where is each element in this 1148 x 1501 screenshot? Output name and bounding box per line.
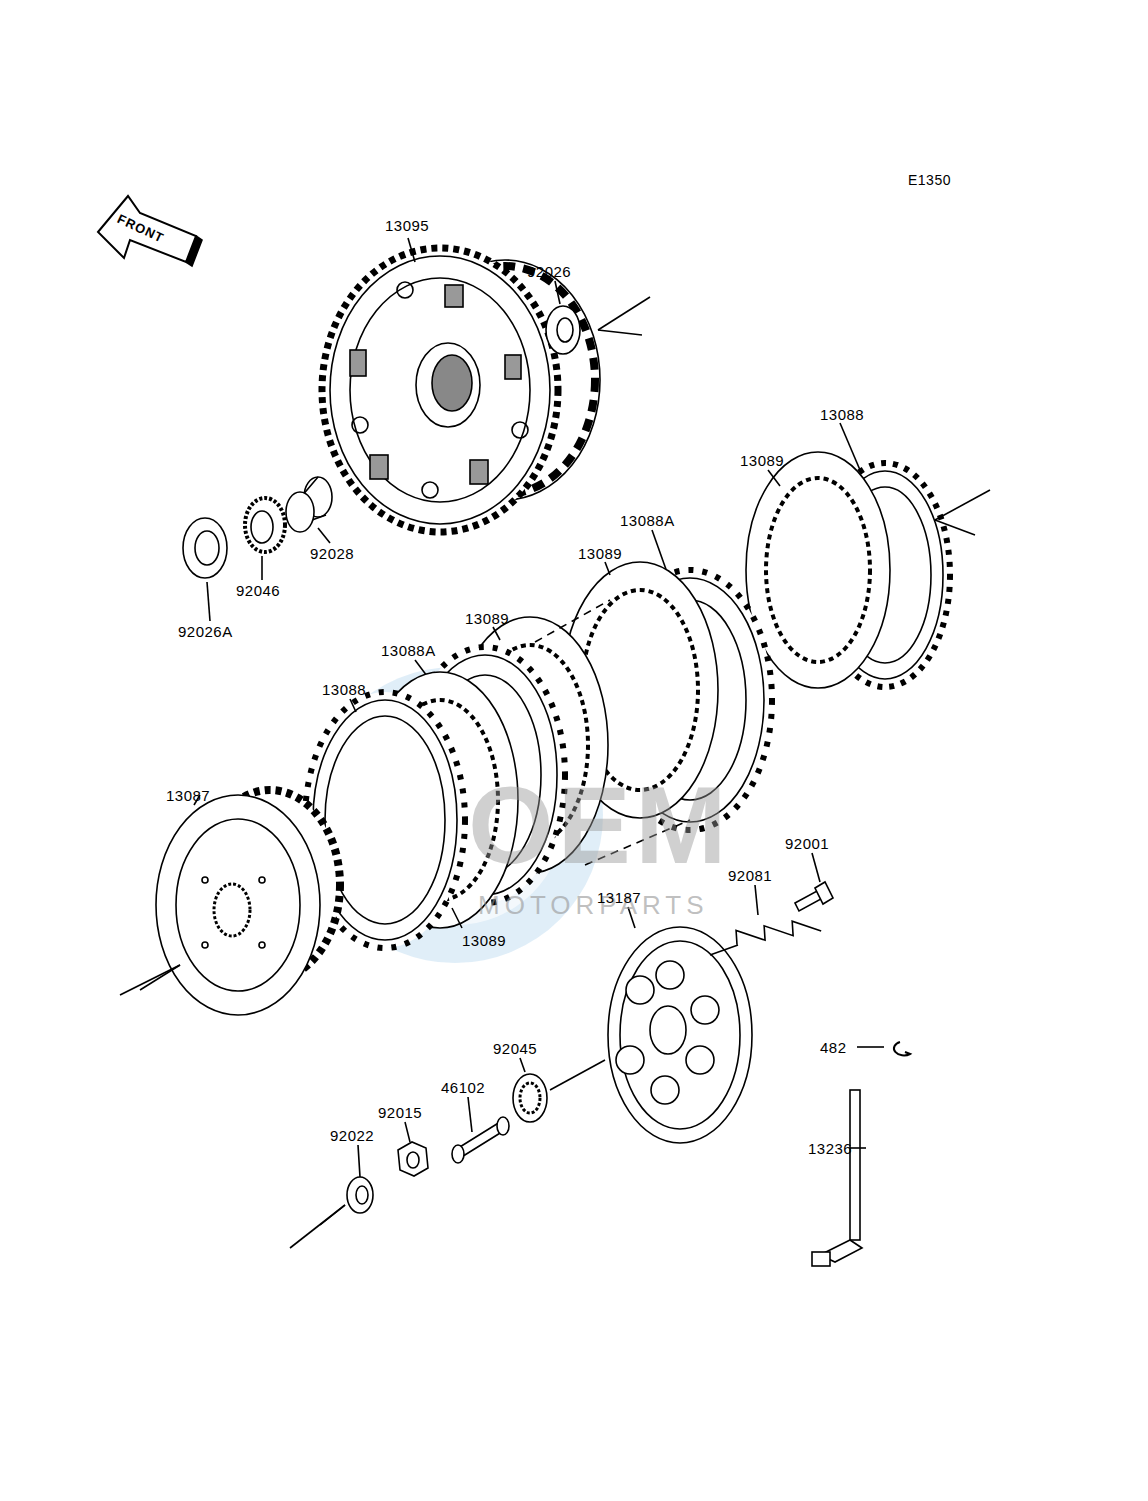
callout-number: 482 — [820, 1040, 847, 1055]
callout-number: 13187 — [597, 890, 641, 905]
callout-number: 13087 — [166, 788, 210, 803]
callout-number: 92028 — [310, 546, 354, 561]
callout-number: 13088A — [381, 643, 436, 658]
callout-number: 92026 — [527, 264, 571, 279]
callout-number: 46102 — [441, 1080, 485, 1095]
callout-number: 13088A — [620, 513, 675, 528]
callout-number: 13088 — [820, 407, 864, 422]
callout-number: 92022 — [330, 1128, 374, 1143]
callout-number: 92045 — [493, 1041, 537, 1056]
callout-number: 13089 — [465, 611, 509, 626]
callout-number: 92046 — [236, 583, 280, 598]
callout-number: 13089 — [462, 933, 506, 948]
watermark: MOTORPARTS — [478, 892, 709, 918]
callout-number: 92015 — [378, 1105, 422, 1120]
callout-number: 92001 — [785, 836, 829, 851]
callout-number: 13089 — [740, 453, 784, 468]
callout-number: 13095 — [385, 218, 429, 233]
callout-number: 13089 — [578, 546, 622, 561]
callout-number: 13088 — [322, 682, 366, 697]
drawing-code: E1350 — [908, 173, 951, 187]
callout-number: 92081 — [728, 868, 772, 883]
callout-number: 13236 — [808, 1141, 852, 1156]
callout-number: 92026A — [178, 624, 233, 639]
watermark: OEM — [468, 770, 731, 880]
